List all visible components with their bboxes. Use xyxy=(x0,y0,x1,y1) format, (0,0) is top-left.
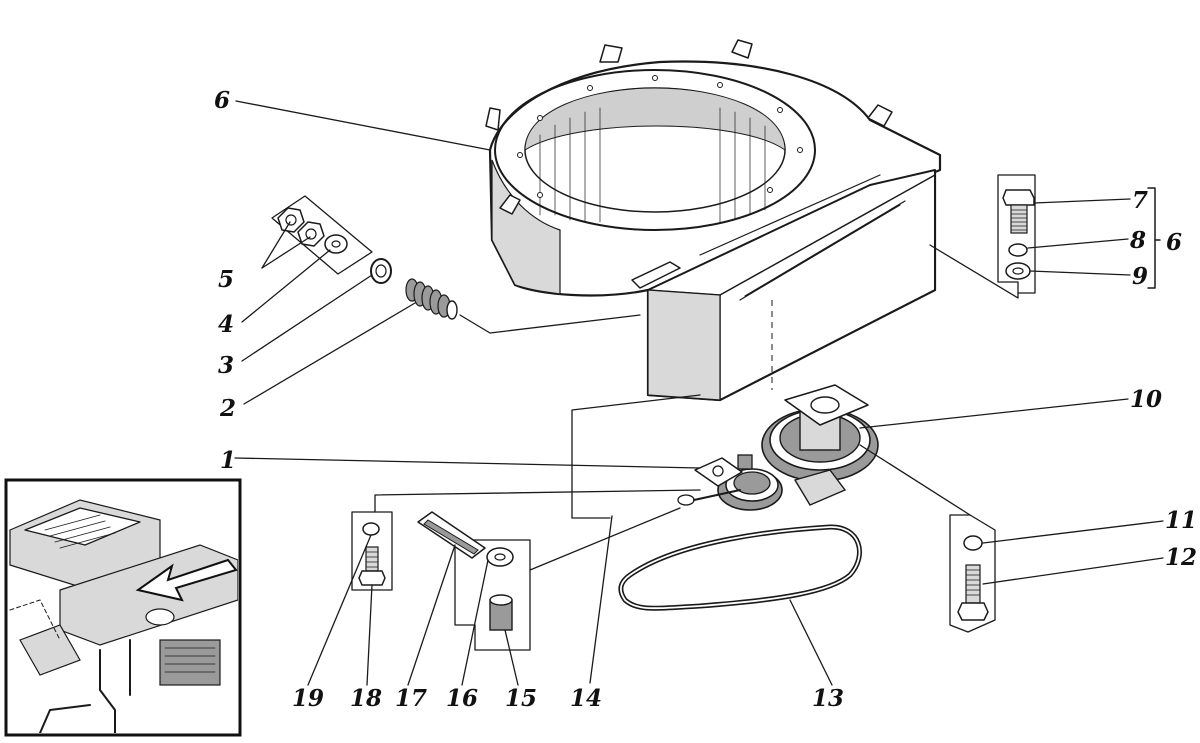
inset-location-view xyxy=(4,478,242,737)
nut-part-5a xyxy=(277,207,305,233)
callout-4: 4 xyxy=(218,311,234,338)
bracket-group-15-17 xyxy=(417,507,681,651)
callout-15: 15 xyxy=(505,685,537,712)
callout-9: 9 xyxy=(1132,263,1148,290)
callout-11: 11 xyxy=(1165,507,1197,534)
callout-10: 10 xyxy=(1130,386,1162,413)
callout-19: 19 xyxy=(292,685,324,712)
washer-part-4 xyxy=(324,234,348,254)
bolt-part-7 xyxy=(1002,189,1035,234)
washer-part-19 xyxy=(362,522,380,536)
callout-13: 13 xyxy=(812,685,844,712)
washer-part-9 xyxy=(1005,262,1031,280)
callout-5: 5 xyxy=(218,266,234,293)
callout-3: 3 xyxy=(218,352,234,379)
nuts-washers-group xyxy=(271,195,392,284)
washer-part-16 xyxy=(486,547,514,567)
bolt-group-11-12 xyxy=(859,444,996,633)
callout-14: 14 xyxy=(570,685,602,712)
callout-6: 6 xyxy=(214,87,230,114)
callout-8: 8 xyxy=(1129,227,1146,254)
bolt-part-18 xyxy=(358,546,386,586)
locator-arrow-icon xyxy=(135,558,238,602)
callout-6-brace: 6 xyxy=(1166,229,1182,256)
assembly-bracket-line xyxy=(571,394,701,519)
belt-part-13 xyxy=(618,524,862,611)
callout-12: 12 xyxy=(1165,544,1197,571)
bushing-part-15 xyxy=(489,594,513,631)
callout-18: 18 xyxy=(350,685,382,712)
callout-7: 7 xyxy=(1132,187,1148,214)
callout-16: 16 xyxy=(446,685,478,712)
callout-1: 1 xyxy=(220,447,236,474)
leader-lines xyxy=(234,100,1164,686)
washer-part-3 xyxy=(370,258,392,284)
callout-labels: 6 5 4 3 2 1 7 8 9 6 10 11 12 13 14 15 16… xyxy=(214,87,1197,712)
pulley-part-10 xyxy=(761,384,879,506)
pulley-part-1 xyxy=(677,454,783,511)
slotted-plate-part-17 xyxy=(417,511,486,559)
callout-2: 2 xyxy=(219,395,236,422)
fan-housing xyxy=(485,39,942,402)
bolt-group-7-9 xyxy=(929,174,1036,299)
bolt-part-12 xyxy=(957,564,989,621)
callout-17: 17 xyxy=(395,685,427,712)
washer-part-8 xyxy=(1008,243,1028,257)
washer-part-11 xyxy=(963,535,983,551)
bolt-group-18-19 xyxy=(351,489,701,591)
spring-part-2 xyxy=(405,278,641,334)
brace-7-9 xyxy=(1147,187,1161,289)
